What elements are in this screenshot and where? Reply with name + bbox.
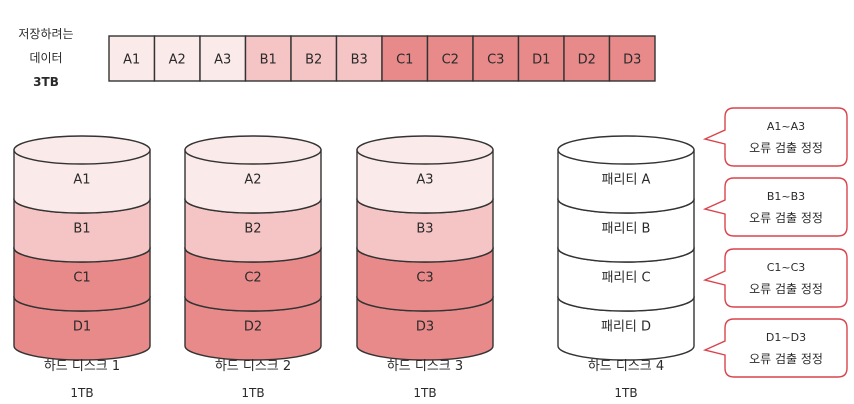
data-label-line1: 저장하려는: [18, 27, 73, 41]
disk-capacity: 1TB: [70, 386, 93, 400]
data-block-label: D2: [578, 53, 596, 68]
hard-disk-4: 패리티 D 패리티 C 패리티 B 패리티 A 하드 디스크 4 1TB: [557, 135, 695, 400]
callout-text: 오류 검출 정정: [749, 282, 823, 296]
disk-layer: A1: [13, 135, 151, 214]
disk-layer-label: B2: [244, 222, 261, 237]
disk-layer: A2: [184, 135, 322, 214]
parity-callout-3: C1~C3 오류 검출 정정: [702, 248, 848, 308]
data-block-label: A3: [214, 53, 231, 68]
parity-callout-4: D1~D3 오류 검출 정정: [702, 318, 848, 378]
data-block-d3: D3: [608, 35, 656, 82]
callout-text: 오류 검출 정정: [749, 141, 823, 155]
disk-name: 하드 디스크 1: [44, 359, 120, 374]
data-block-label: A2: [169, 53, 186, 68]
disk-name: 하드 디스크 2: [215, 359, 291, 374]
disk-layer-label: A3: [416, 173, 433, 188]
callout-text: 오류 검출 정정: [749, 211, 823, 225]
data-block-label: B1: [260, 53, 277, 68]
data-block-c2: C2: [426, 35, 474, 82]
disk-layer: 패리티 A: [557, 135, 695, 214]
data-block-d2: D2: [563, 35, 611, 82]
data-block-label: C3: [487, 53, 504, 68]
data-block-c1: C1: [381, 35, 429, 82]
callout-text: 오류 검출 정정: [749, 352, 823, 366]
disk-layer-label: D2: [244, 320, 262, 335]
data-block-label: B2: [305, 53, 322, 68]
disk-name: 하드 디스크 4: [588, 359, 664, 374]
disk-capacity: 1TB: [241, 386, 264, 400]
disk-layer: A3: [356, 135, 494, 214]
disk-capacity: 1TB: [413, 386, 436, 400]
data-label-line2: 데이터: [29, 51, 62, 65]
data-block-label: D3: [623, 53, 641, 68]
disk-layer-label: 패리티 B: [602, 222, 651, 237]
data-block-label: C2: [442, 53, 459, 68]
disk-layer-label: C3: [416, 271, 433, 286]
callout-range: D1~D3: [766, 331, 806, 344]
data-block-b1: B1: [244, 35, 292, 82]
data-block-b3: B3: [335, 35, 383, 82]
disk-capacity: 1TB: [614, 386, 637, 400]
hard-disk-2: D2 C2 B2 A2 하드 디스크 2 1TB: [184, 135, 322, 400]
data-block-a3: A3: [199, 35, 247, 82]
data-block-label: B3: [351, 53, 368, 68]
data-label-size: 3TB: [33, 75, 59, 89]
data-block-c3: C3: [472, 35, 520, 82]
disk-layer-label: 패리티 D: [601, 320, 651, 335]
disk-name: 하드 디스크 3: [387, 359, 463, 374]
disk-layer-label: A2: [244, 173, 261, 188]
callout-range: B1~B3: [767, 190, 805, 203]
disk-layer-label: B1: [73, 222, 90, 237]
data-block-a1: A1: [108, 35, 156, 82]
data-block-b2: B2: [290, 35, 338, 82]
disk-layer-label: D1: [73, 320, 91, 335]
disk-layer-label: A1: [73, 173, 90, 188]
data-block-a2: A2: [153, 35, 201, 82]
parity-callout-2: B1~B3 오류 검출 정정: [702, 177, 848, 237]
hard-disk-1: D1 C1 B1 A1 하드 디스크 1 1TB: [13, 135, 151, 400]
data-block-label: A1: [123, 53, 140, 68]
disk-layer-label: D3: [416, 320, 434, 335]
disk-layer-label: 패리티 C: [601, 271, 650, 286]
data-block-label: C1: [396, 53, 413, 68]
data-block-d1: D1: [517, 35, 565, 82]
hard-disk-3: D3 C3 B3 A3 하드 디스크 3 1TB: [356, 135, 494, 400]
callout-range: A1~A3: [767, 120, 805, 133]
parity-callout-1: A1~A3 오류 검출 정정: [702, 107, 848, 167]
disk-layer-label: 패리티 A: [602, 173, 651, 188]
disk-layer-label: C1: [73, 271, 90, 286]
data-label: 저장하려는 데이터 3TB: [18, 27, 73, 89]
data-blocks: A1 A2 A3 B1 B2 B3 C1 C2 C3 D1 D2 D3: [108, 35, 656, 82]
data-block-label: D1: [532, 53, 550, 68]
callout-range: C1~C3: [767, 261, 806, 274]
disk-layer-label: B3: [416, 222, 433, 237]
disk-layer-label: C2: [244, 271, 261, 286]
